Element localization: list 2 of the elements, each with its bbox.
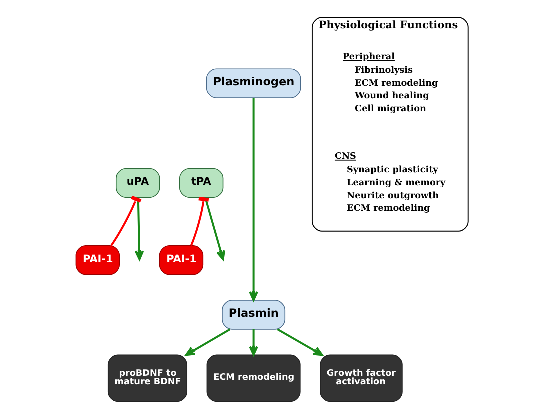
node-text: CNS Synaptic plasticity Learning & memory Neurite outgrowth ECM remodeling (334, 152, 446, 214)
node-text: Peripheral Fibrinolysis ECM remodeling Wound healing Cell migration (342, 52, 438, 115)
